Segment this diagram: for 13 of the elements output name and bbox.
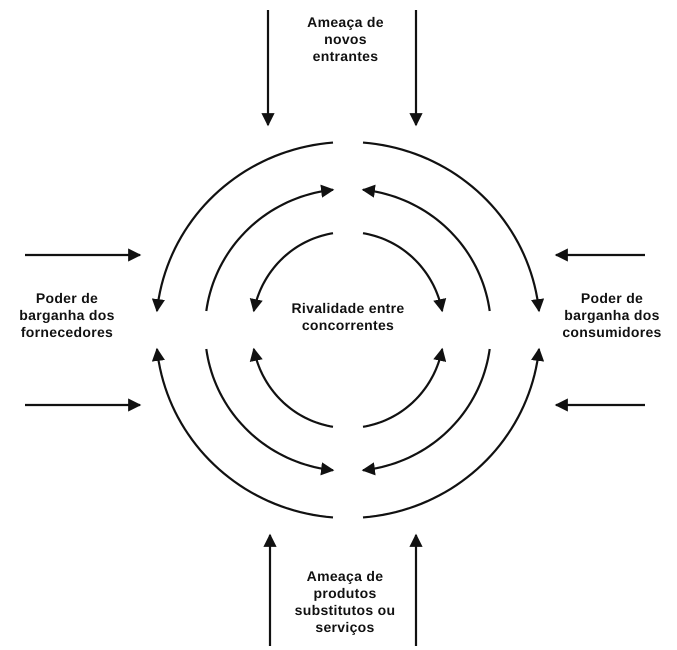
arrow (25, 398, 142, 412)
node-text: Ameaça de novos entrantes (306, 14, 385, 66)
arrow (263, 534, 277, 646)
arrow (409, 534, 423, 646)
node-text: Poder de barganha dos fornecedores (18, 290, 116, 342)
node-text: Poder de barganha dos consumidores (561, 290, 663, 342)
arrow (554, 398, 645, 412)
node-text: Ameaça de produtos substitutos ou serviços (294, 568, 396, 636)
arrow (554, 248, 645, 262)
arrow (261, 10, 275, 126)
arrow (25, 248, 142, 262)
node-text: Rivalidade entre concorrentes (290, 300, 406, 334)
arrow (409, 10, 423, 126)
